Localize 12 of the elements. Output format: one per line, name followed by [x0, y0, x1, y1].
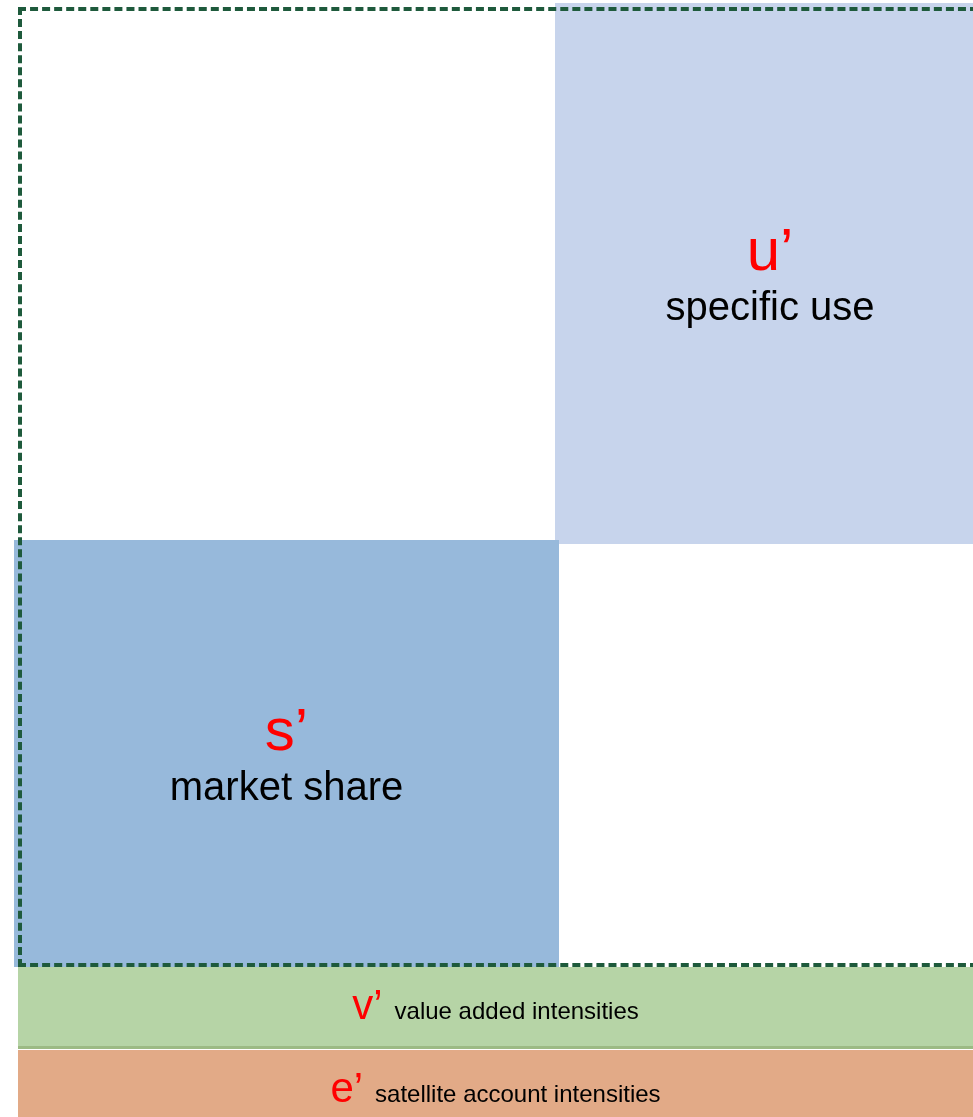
band-label: satellite account intensities: [375, 1079, 661, 1109]
matrix-block: [555, 3, 973, 544]
band-label: value added intensities: [394, 996, 639, 1026]
symbol: e’: [330, 1063, 364, 1113]
symbol: u’: [746, 217, 794, 282]
block-label: market share: [169, 762, 404, 810]
row-band: [18, 967, 973, 1049]
symbol: v’: [352, 980, 383, 1030]
block-label: specific use: [665, 282, 875, 330]
row-band: [18, 1050, 973, 1117]
matrix-block: [14, 540, 559, 967]
symbol: s’: [264, 697, 309, 762]
